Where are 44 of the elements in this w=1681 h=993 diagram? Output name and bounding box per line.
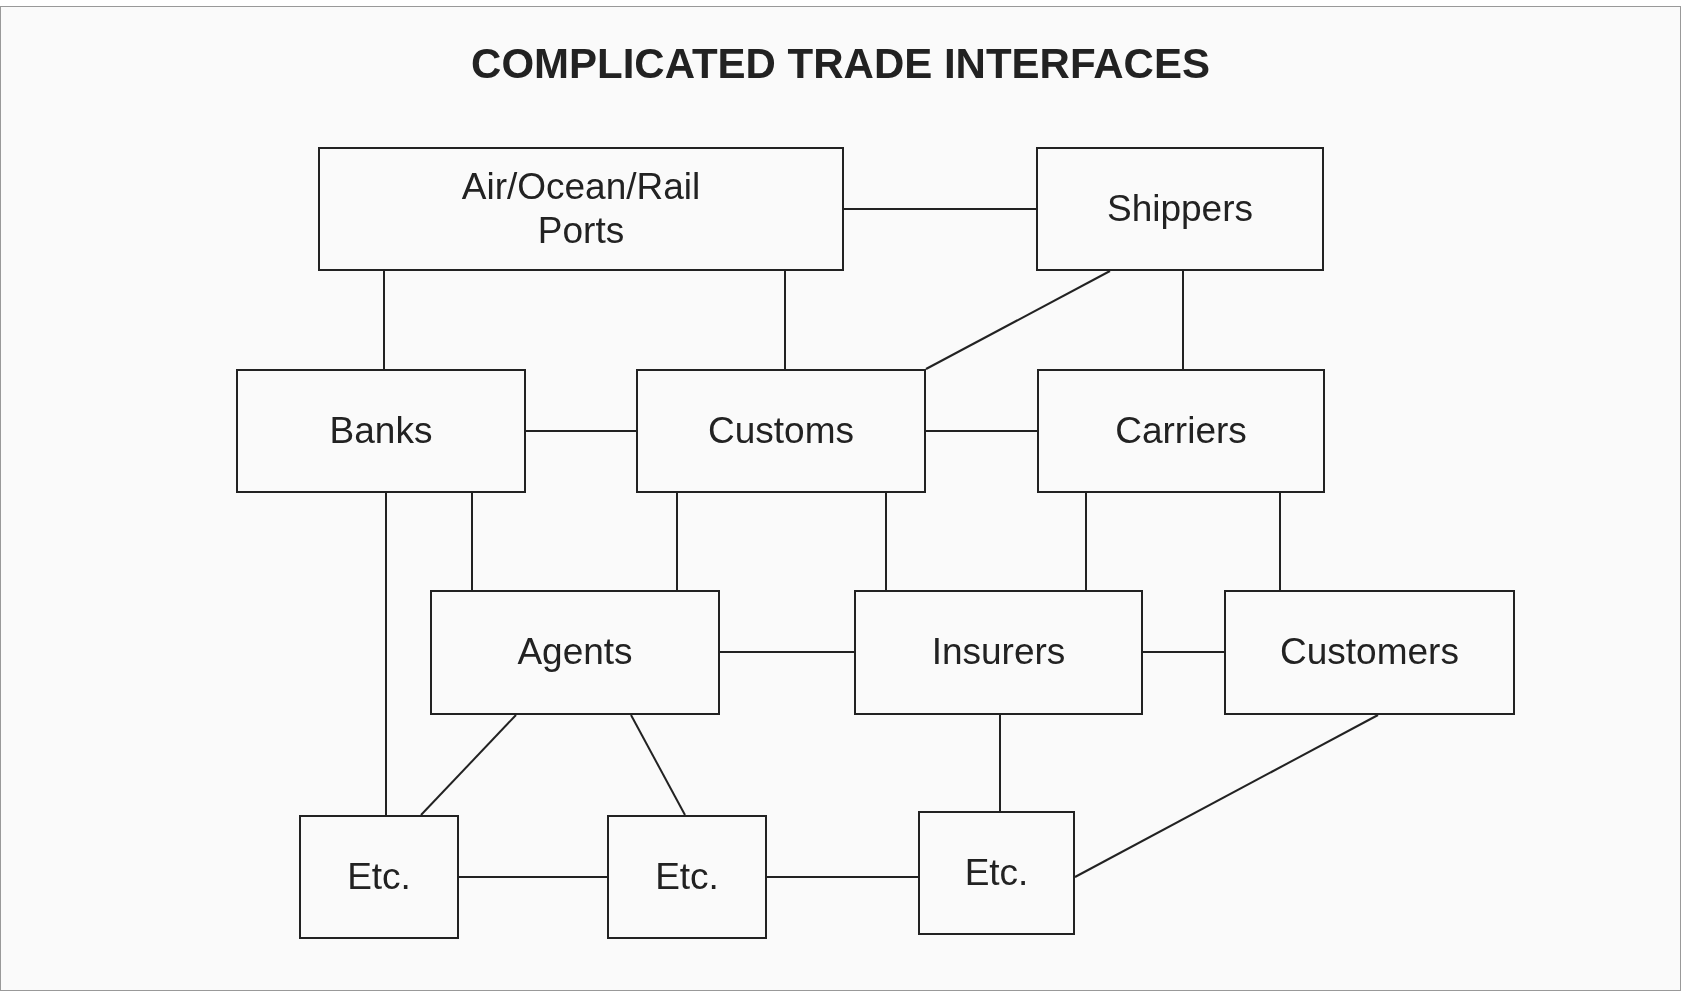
connector-line [1279, 492, 1281, 591]
connector-line [925, 430, 1038, 432]
connector-line [676, 492, 678, 591]
connector-line [1142, 651, 1225, 653]
entity-label: Etc. [346, 854, 412, 899]
connector-line [385, 492, 387, 816]
connector-line [525, 430, 637, 432]
connector-line [784, 270, 786, 370]
entity-box [636, 369, 926, 493]
connector-line [766, 876, 919, 878]
entity-box [854, 590, 1143, 715]
entity-label: Shippers [1106, 186, 1254, 231]
connector-line [719, 651, 855, 653]
entity-box [318, 147, 844, 271]
entity-label: Air/Ocean/Rail Ports [460, 164, 702, 253]
entity-label: Banks [328, 408, 434, 453]
entity-box [1224, 590, 1515, 715]
connector-line [1074, 714, 1379, 878]
connector-line [925, 270, 1111, 370]
entity-label: Customs [707, 408, 855, 453]
entity-label: Carriers [1114, 408, 1248, 453]
connector-line [383, 270, 385, 370]
connector-line [1085, 492, 1087, 591]
entity-box [607, 815, 767, 939]
diagram-title: COMPLICATED TRADE INTERFACES [470, 40, 1211, 88]
entity-box [299, 815, 459, 939]
entity-label: Customers [1279, 630, 1460, 675]
connector-line [885, 492, 887, 591]
connector-line [420, 714, 517, 816]
connector-line [1182, 270, 1184, 370]
entity-box [430, 590, 720, 715]
entity-box [918, 811, 1075, 935]
entity-label: Agents [516, 630, 634, 675]
connector-line [458, 876, 608, 878]
entity-label: Etc. [963, 850, 1030, 895]
entity-box [1036, 147, 1324, 271]
entity-label: Insurers [930, 630, 1067, 675]
connector-line [843, 208, 1037, 210]
entity-label: Etc. [654, 854, 720, 899]
connector-line [630, 714, 686, 816]
entity-box [1037, 369, 1325, 493]
connector-line [999, 714, 1001, 812]
connector-line [471, 492, 473, 591]
entity-box [236, 369, 526, 493]
